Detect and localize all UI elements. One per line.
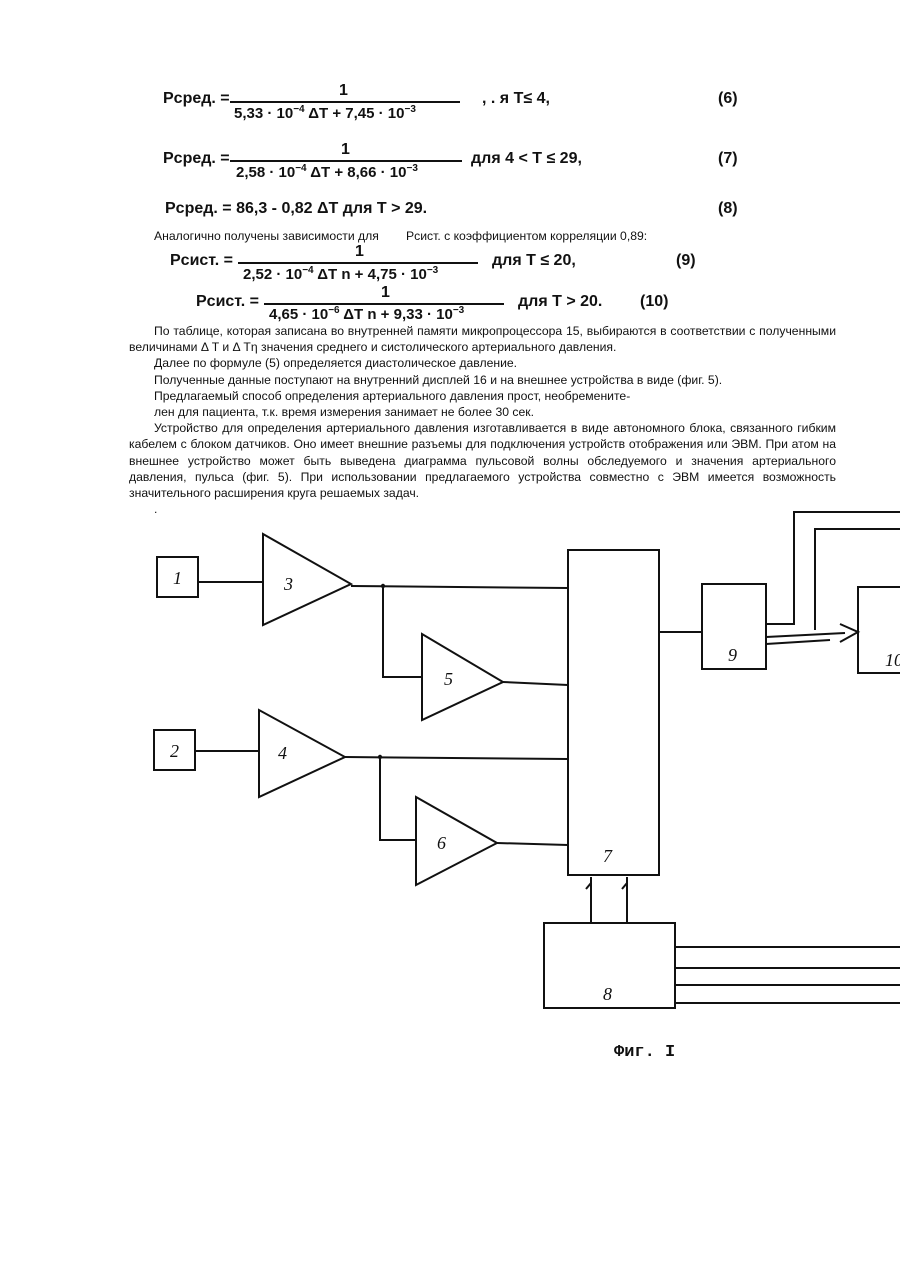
- den-exponent: −3: [453, 305, 464, 316]
- amplifier-4: [259, 710, 345, 797]
- block-7: [568, 550, 659, 875]
- paragraph: По таблице, которая записана во внутренн…: [129, 323, 836, 355]
- den-exponent: −6: [328, 305, 339, 316]
- paragraph: Предлагаемый способ определения артериал…: [129, 388, 836, 404]
- body-text: По таблице, которая записана во внутренн…: [129, 323, 836, 517]
- den-coefficient: 4,65 · 10: [269, 306, 328, 323]
- block-label-8: 8: [603, 984, 612, 1004]
- figure-caption: Фиг. I: [614, 1043, 675, 1062]
- equation-denominator: 4,65 · 10−6 ΔT n + 9,33 · 10−3: [269, 305, 464, 323]
- block-label-9: 9: [728, 645, 737, 665]
- paragraph: Устройство для определения артериального…: [129, 420, 836, 501]
- block-label-6: 6: [437, 833, 446, 853]
- equation-10: Pсист. = 1 4,65 · 10−6 ΔT n + 9,33 · 10−…: [0, 0, 900, 330]
- paragraph: Далее по формуле (5) определяется диасто…: [129, 355, 836, 371]
- block-label-10: 10: [885, 650, 900, 670]
- amplifier-6: [416, 797, 497, 885]
- amplifier-5: [422, 634, 503, 720]
- block-label-7: 7: [603, 846, 613, 866]
- den-term: ΔT n + 9,33 · 10: [340, 306, 453, 323]
- block-label-1: 1: [173, 568, 182, 588]
- paragraph: Полученные данные поступают на внутренни…: [129, 372, 836, 388]
- block-label-5: 5: [444, 669, 453, 689]
- amplifier-3: [263, 534, 351, 625]
- equation-lhs: Pсист. =: [196, 293, 259, 311]
- paragraph: лен для пациента, т.к. время измерения з…: [129, 404, 836, 420]
- block-label-4: 4: [278, 743, 287, 763]
- block-label-2: 2: [170, 741, 179, 761]
- block-label-3: 3: [283, 574, 293, 594]
- block-diagram: 1 2 3 4 5 6 7 8 9 10 Фиг. I: [0, 500, 900, 1273]
- equation-number: (10): [640, 293, 668, 311]
- equation-numerator: 1: [381, 284, 390, 302]
- equation-condition: для T > 20.: [518, 293, 602, 311]
